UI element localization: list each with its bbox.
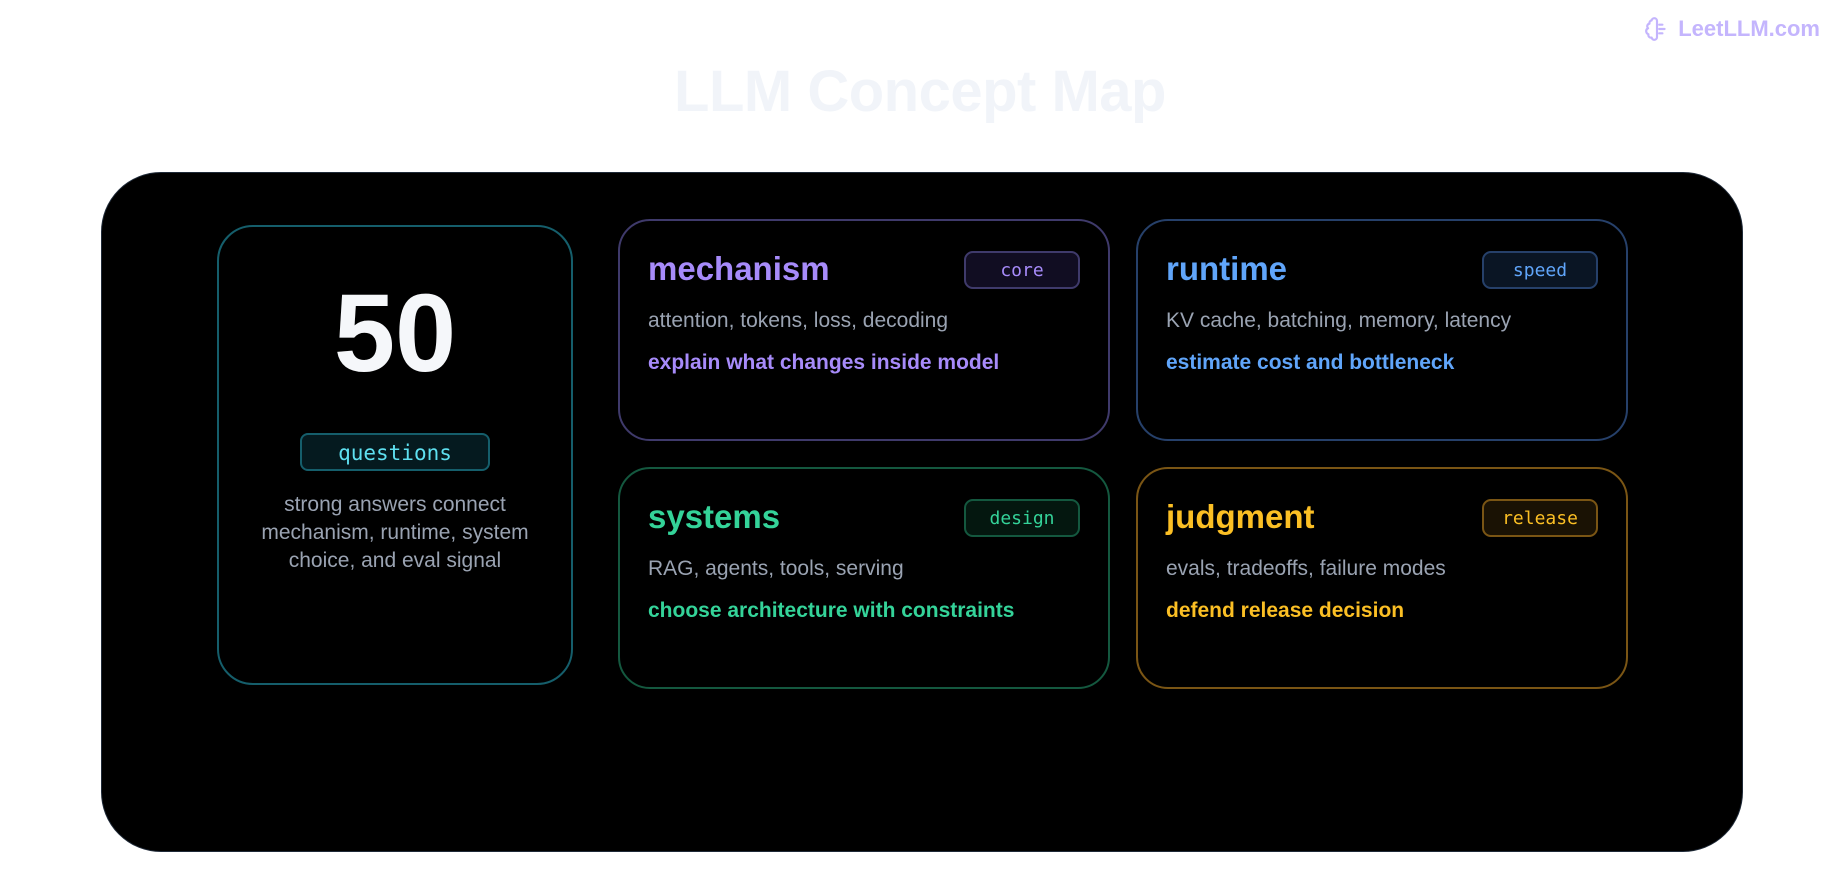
page-title: LLM Concept Map: [674, 59, 1166, 124]
topic-title: runtime: [1166, 250, 1288, 287]
question-count-description: strong answers connect mechanism, runtim…: [261, 493, 529, 572]
topic-title: mechanism: [648, 250, 830, 287]
topic-card-runtime: runtime speed KV cache, batching, memory…: [1136, 219, 1628, 441]
topic-items: RAG, agents, tools, serving: [648, 557, 904, 580]
topic-card-systems: systems design RAG, agents, tools, servi…: [618, 467, 1110, 689]
topic-card-judgment: judgment release evals, tradeoffs, failu…: [1136, 467, 1628, 689]
topic-items: KV cache, batching, memory, latency: [1166, 309, 1512, 332]
topic-action: choose architecture with constraints: [648, 599, 1015, 622]
topic-title: systems: [648, 498, 781, 535]
brand-name: LeetLLM.com: [1678, 16, 1820, 41]
topic-items: evals, tradeoffs, failure modes: [1166, 557, 1446, 580]
topic-action: estimate cost and bottleneck: [1166, 351, 1455, 374]
topic-tag: release: [1482, 499, 1598, 537]
topic-tag: core: [964, 251, 1080, 289]
topic-action: explain what changes inside model: [648, 351, 1000, 374]
brain-icon: [1644, 16, 1670, 42]
topic-items: attention, tokens, loss, decoding: [648, 309, 949, 332]
topic-card-mechanism: mechanism core attention, tokens, loss, …: [618, 219, 1110, 441]
question-count-card: 50 questions strong answers connect mech…: [217, 225, 573, 685]
topic-action: defend release decision: [1166, 599, 1405, 622]
concept-map-panel: 50 questions strong answers connect mech…: [101, 172, 1743, 852]
brand-logo[interactable]: LeetLLM.com: [1644, 16, 1820, 42]
question-count: 50: [333, 272, 457, 395]
topic-title: judgment: [1166, 498, 1315, 535]
question-count-badge: questions: [300, 433, 490, 471]
topic-tag: speed: [1482, 251, 1598, 289]
topic-tag: design: [964, 499, 1080, 537]
